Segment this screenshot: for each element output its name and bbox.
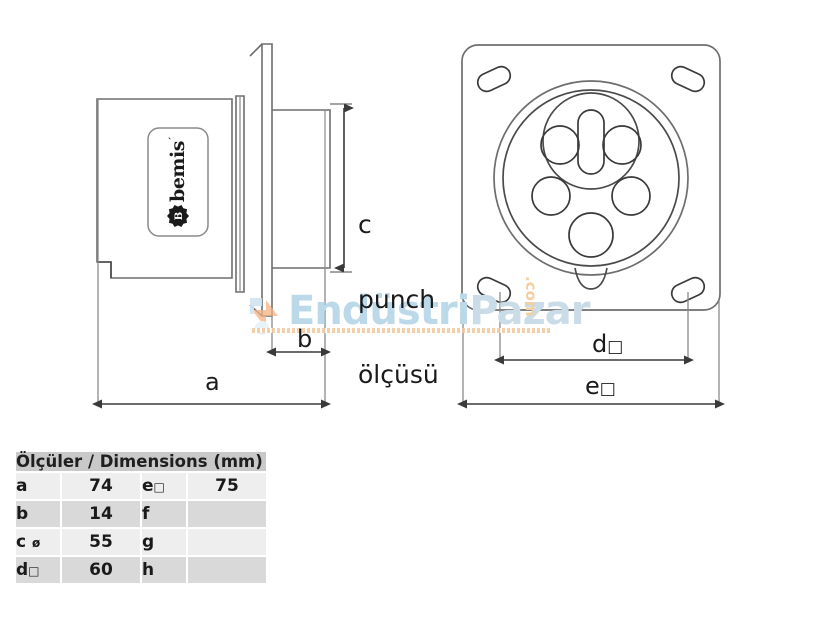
square-symbol-e: □ — [599, 379, 616, 399]
contact-hole-mid-right — [611, 176, 651, 216]
table-value-c: 55 — [62, 529, 140, 555]
table-value-b: 14 — [62, 501, 140, 527]
dimension-label-b: b — [297, 325, 313, 353]
contact-hole-upper-right — [602, 125, 642, 165]
table-key-b: b — [16, 501, 60, 527]
earth-slot — [577, 109, 605, 175]
witness-lines-side — [97, 99, 326, 404]
mounting-slot-bottom-left — [476, 276, 512, 304]
mounting-slot-bottom-right — [670, 276, 706, 304]
table-header-cell: Ölçüler / Dimensions (mm) — [16, 452, 266, 471]
witness-lines-front — [462, 292, 720, 404]
bemis-wordmark: bemis´ — [167, 137, 189, 202]
table-row: d□ 60 h — [16, 557, 266, 583]
dimension-label-c-line2: punch — [358, 285, 436, 314]
mounting-slots — [476, 65, 706, 304]
socket-nose — [272, 109, 331, 269]
flange-taper-bottom — [249, 304, 263, 317]
dimension-label-c: c punch ölçüsü — [358, 162, 439, 437]
mounting-plate-outline — [461, 44, 721, 311]
square-symbol-d: □ — [607, 337, 624, 357]
front-view-group — [461, 44, 721, 311]
dimension-label-a: a — [205, 368, 220, 396]
gasket-plate — [235, 95, 245, 293]
earth-cluster-circle — [542, 92, 640, 190]
table-key-a: a — [16, 473, 60, 499]
contact-hole-mid-left — [531, 176, 571, 216]
side-view-group — [96, 43, 352, 317]
dimensions-table: Ölçüler / Dimensions (mm) a 74 e□ 75 b 1… — [14, 450, 268, 585]
table-row: c ø 55 g — [16, 529, 266, 555]
flange-taper-top — [249, 43, 263, 57]
table-key-g: g — [142, 529, 186, 555]
table-key-e: e□ — [142, 473, 186, 499]
keyway-tab — [574, 267, 608, 290]
table-key-f: f — [142, 501, 186, 527]
dimension-label-c-line3: ölçüsü — [358, 360, 439, 389]
table-value-a: 74 — [62, 473, 140, 499]
socket-inner-ring — [502, 89, 680, 267]
dimension-label-d: d□ — [592, 330, 624, 358]
table-key-h: h — [142, 557, 186, 583]
mounting-slot-top-left — [476, 65, 512, 93]
table-value-f — [188, 501, 266, 527]
table-row: b 14 f — [16, 501, 266, 527]
contact-hole-upper-left — [540, 125, 580, 165]
contact-hole-bottom — [568, 212, 614, 258]
mounting-flange — [261, 43, 273, 317]
table-key-d: d□ — [16, 557, 60, 583]
mounting-slot-top-right — [670, 65, 706, 93]
table-row: a 74 e□ 75 — [16, 473, 266, 499]
dimension-label-c-line1: c — [358, 210, 372, 239]
table-value-h — [188, 557, 266, 583]
bemis-trademark: ´ — [169, 137, 180, 142]
bemis-emblem-icon: B — [167, 204, 189, 227]
brand-label-plate — [147, 127, 209, 237]
dimension-label-e: e□ — [585, 372, 616, 400]
svg-text:B: B — [174, 212, 185, 220]
table-value-d: 60 — [62, 557, 140, 583]
table-header-row: Ölçüler / Dimensions (mm) — [16, 452, 266, 471]
table-key-c: c ø — [16, 529, 60, 555]
socket-outer-ring — [493, 80, 689, 276]
body-notch — [97, 261, 112, 278]
table-value-g — [188, 529, 266, 555]
table-value-e: 75 — [188, 473, 266, 499]
brand-logo: B bemis´ — [152, 132, 204, 232]
